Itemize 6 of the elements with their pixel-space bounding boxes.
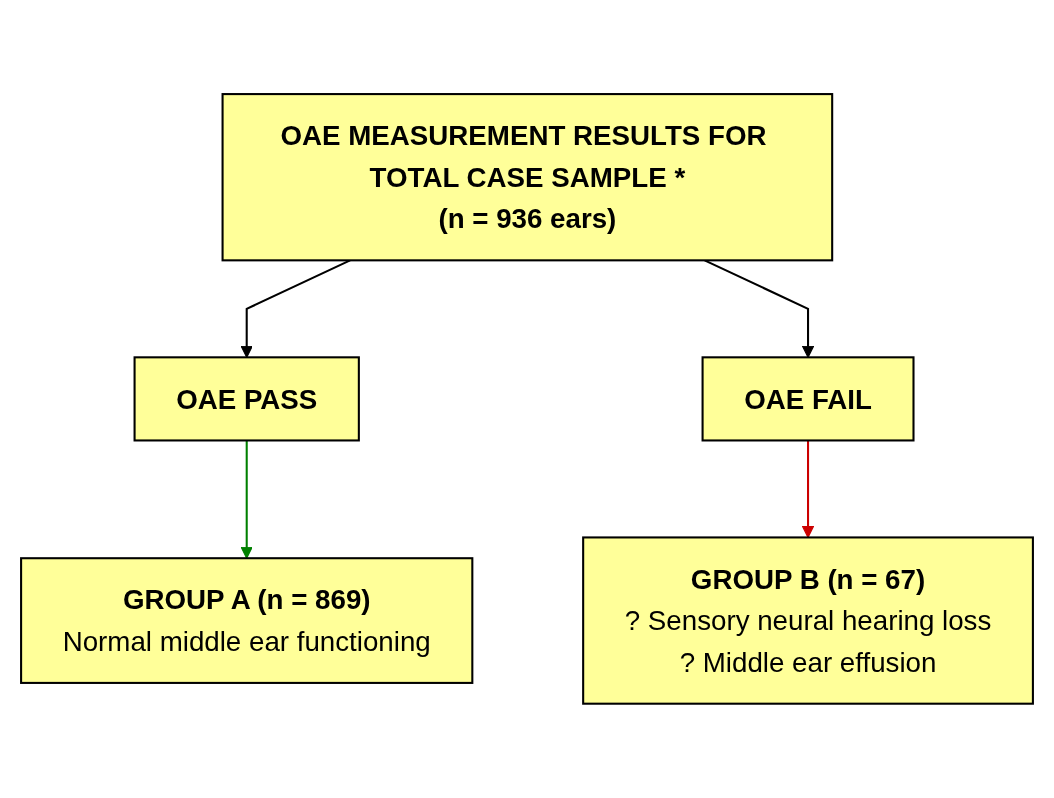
node-box: OAE MEASUREMENT RESULTS FOR TOTAL CASE SAMPLE * (n = 936 ears)	[221, 93, 834, 262]
node-box: OAE FAIL	[701, 356, 915, 442]
arrow	[240, 440, 253, 559]
node-box: GROUP A (n = 869) Normal middle ear functioning	[20, 557, 474, 685]
node-box: GROUP B (n = 67) ? Sensory neural hearing loss ? Middle ear effusion	[582, 536, 1034, 705]
node-box: OAE PASS	[133, 356, 360, 442]
